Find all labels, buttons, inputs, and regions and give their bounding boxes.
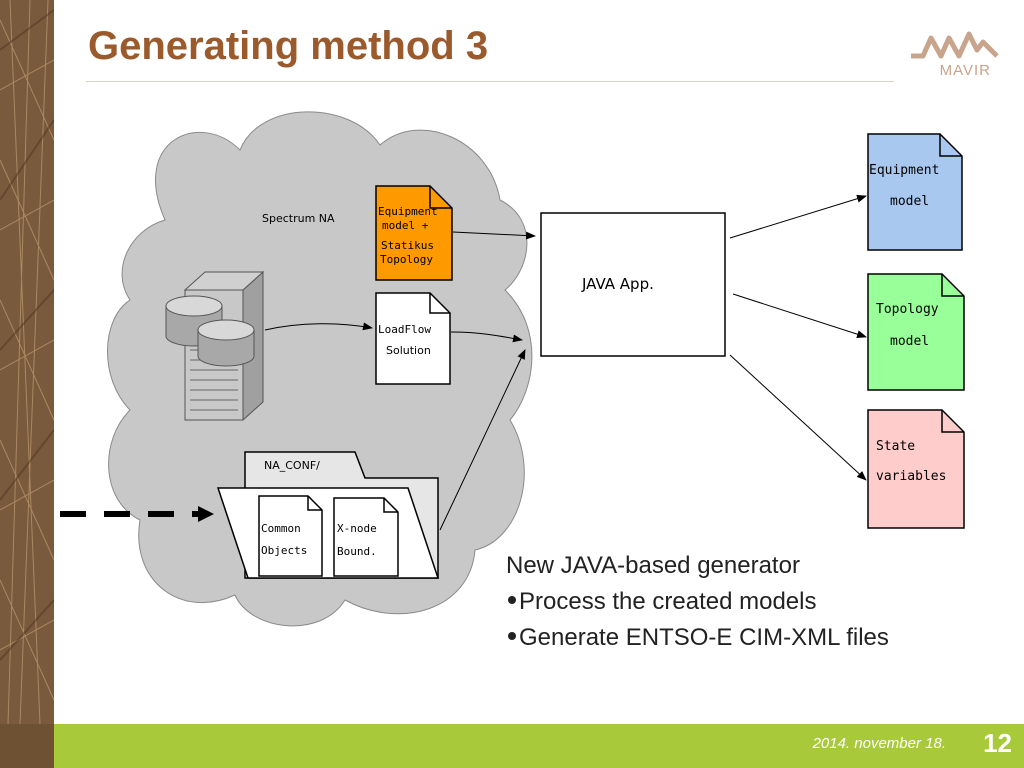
output-state-line1: State <box>876 439 915 454</box>
output-equipment-line2: model <box>890 194 929 209</box>
logo-text: MAVIR <box>939 62 991 79</box>
output-topology-line2: model <box>890 334 929 349</box>
output-state-line2: variables <box>876 469 946 484</box>
arrow-db-to-loadflow <box>264 322 373 331</box>
state-variables-output-doc: State variables <box>867 409 965 529</box>
arrow-java-to-topology <box>732 293 867 339</box>
doc-line-topology: Topology <box>380 253 433 266</box>
mavir-logo-mark-icon <box>911 31 999 59</box>
java-app-label: JAVA App. <box>581 275 654 293</box>
bullets-heading: New JAVA-based generator <box>506 552 800 579</box>
bullet-item: Process the created models <box>506 584 889 620</box>
svg-text:X-node Bound.: X-node Bound. <box>337 522 383 558</box>
common-label: Common <box>261 522 301 535</box>
svg-text:Topology model: Topology model <box>876 302 946 349</box>
mavir-logo: MAVIR <box>905 20 1005 90</box>
topology-model-output-doc: Topology model <box>867 273 965 391</box>
svg-text:Equipment model: Equipment model <box>869 163 947 209</box>
wood-texture-strip <box>0 0 54 724</box>
doc-line-equipment: Equipment <box>378 205 438 218</box>
bullet-text-block: New JAVA-based generator Process the cre… <box>506 548 889 656</box>
common-objects-doc: Common Objects <box>258 495 323 577</box>
arrow-loadflow-to-java <box>450 331 523 343</box>
svg-text:Common Objects: Common Objects <box>261 522 307 557</box>
doc-line-statikus: Statikus <box>381 239 434 252</box>
database-server-icon <box>165 270 265 421</box>
folder-label: NA_CONF/ <box>264 459 320 472</box>
bullet-dot-icon <box>508 631 516 640</box>
loadflow-label: LoadFlow <box>378 323 431 336</box>
output-topology-line1: Topology <box>876 302 939 317</box>
dashed-input-arrow <box>60 506 214 522</box>
xnode-boundary-doc: X-node Bound. <box>333 497 399 577</box>
xnode-label: X-node <box>337 522 377 535</box>
equipment-model-output-doc: Equipment model <box>867 133 963 251</box>
objects-label: Objects <box>261 544 307 557</box>
wood-texture-graphic <box>0 0 54 724</box>
arrow-equipment-to-java <box>452 231 536 240</box>
slide-title: Generating method 3 <box>88 24 489 68</box>
bound-label: Bound. <box>337 545 377 558</box>
footer-wood-corner <box>0 724 54 768</box>
bullet-dot-icon <box>508 595 516 604</box>
title-divider <box>86 81 894 82</box>
footer-bar: 2014. november 18. 12 <box>0 724 1024 768</box>
bullet-text: Generate ENTSO-E CIM-XML files <box>519 624 889 651</box>
arrow-java-to-state <box>729 354 867 481</box>
equipment-topology-input-doc: Equipment model + Statikus Topology <box>375 185 453 281</box>
doc-line-model: model + <box>382 219 429 232</box>
cloud-label: Spectrum NA <box>262 212 335 225</box>
arrow-folder-to-java <box>439 349 526 531</box>
footer-date: 2014. november 18. <box>812 735 946 752</box>
arrow-java-to-equipment <box>729 194 867 239</box>
page-number: 12 <box>983 728 1012 758</box>
bullet-text: Process the created models <box>519 588 817 615</box>
loadflow-solution-doc: LoadFlow Solution <box>375 292 451 385</box>
output-equipment-line1: Equipment <box>869 163 939 178</box>
bullet-item: Generate ENTSO-E CIM-XML files <box>506 620 889 656</box>
svg-text:Equipment model +: Equipment model + Statikus Topology <box>378 205 444 266</box>
solution-label: Solution <box>386 344 431 357</box>
svg-text:State variables: State variables <box>876 439 946 484</box>
java-app-box: JAVA App. <box>540 212 726 357</box>
